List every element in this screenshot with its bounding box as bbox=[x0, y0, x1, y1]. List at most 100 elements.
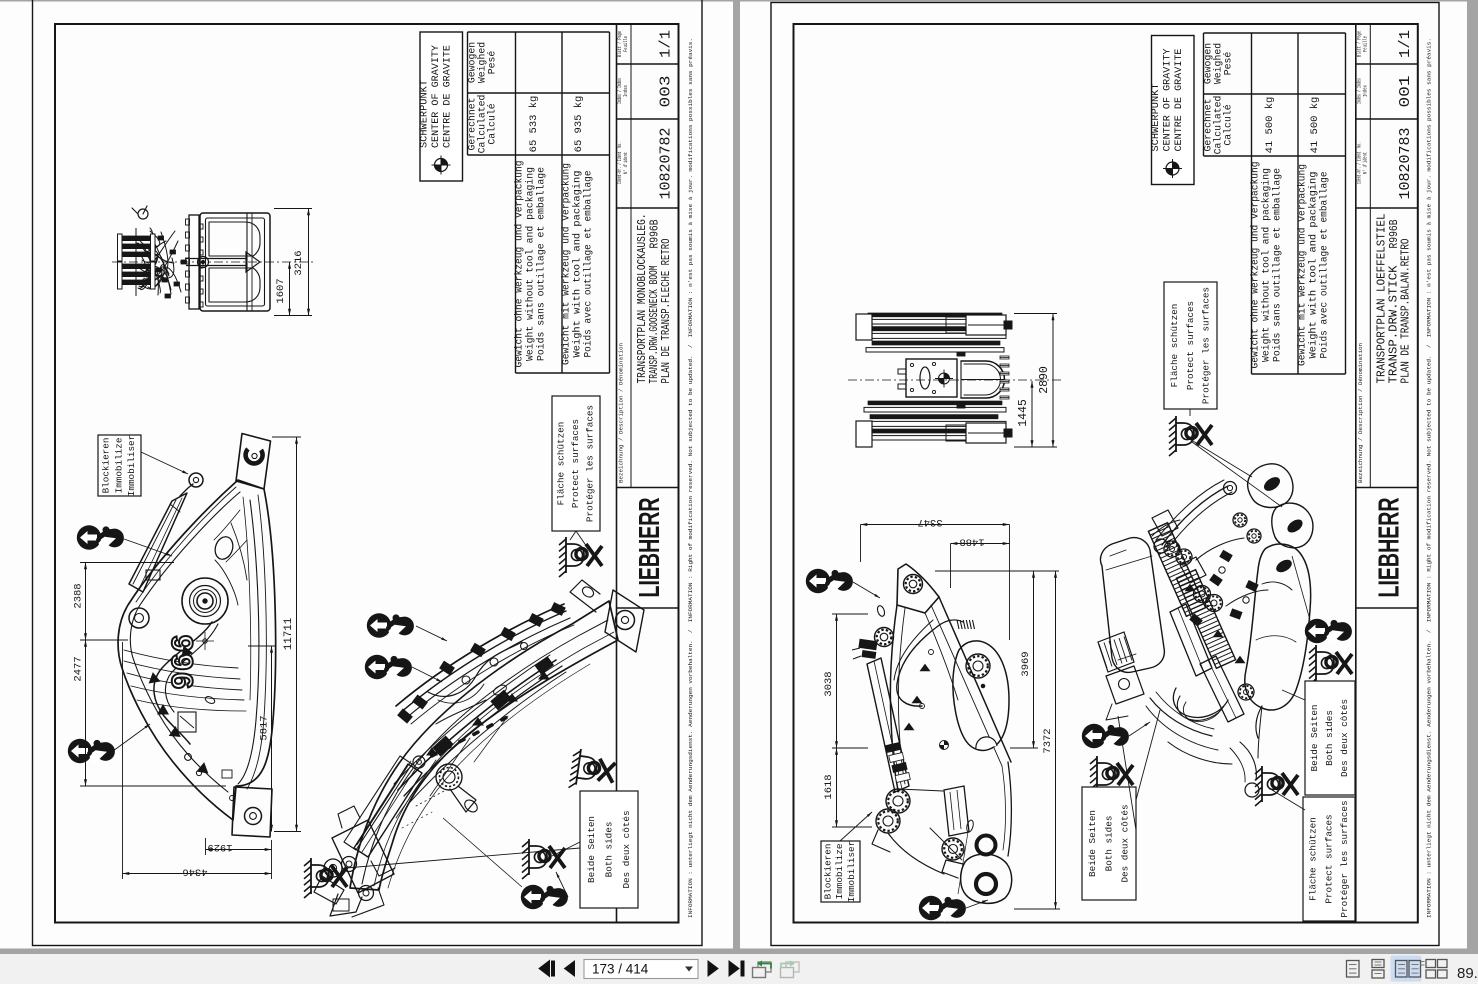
svg-text:Des deux côtés: Des deux côtés bbox=[621, 810, 632, 888]
svg-text:65 935 kg: 65 935 kg bbox=[573, 96, 585, 153]
svg-text:Index: Index bbox=[1362, 85, 1368, 97]
svg-text:Index / Index: Index / Index bbox=[617, 78, 623, 104]
svg-text:Gewogen: Gewogen bbox=[467, 42, 478, 83]
svg-text:1445: 1445 bbox=[1017, 399, 1030, 427]
svg-text:Weighed: Weighed bbox=[477, 42, 488, 83]
svg-text:Gewicht ohne Werkzeug und Verp: Gewicht ohne Werkzeug und Verpackung bbox=[514, 160, 525, 367]
svg-text:INFORMATION : unterliegt nicht: INFORMATION : unterliegt nicht dem Aende… bbox=[1426, 38, 1433, 918]
svg-text:Gewogen: Gewogen bbox=[1203, 43, 1214, 84]
svg-text:Gewicht ohne Werkzeug und Verp: Gewicht ohne Werkzeug und Verpackung bbox=[1250, 161, 1261, 368]
svg-text:Gewicht mit Werkzeug und Verpa: Gewicht mit Werkzeug und Verpackung bbox=[561, 163, 572, 365]
svg-text:TRANSP.DRW.STICK: TRANSP.DRW.STICK bbox=[1387, 265, 1400, 383]
svg-text:7372: 7372 bbox=[1042, 728, 1054, 753]
svg-text:Des deux côtés: Des deux côtés bbox=[1339, 699, 1350, 777]
svg-text:10820782: 10820782 bbox=[659, 128, 675, 200]
svg-text:TRANSPORTPLAN MONOBLOCKAUSLEG.: TRANSPORTPLAN MONOBLOCKAUSLEG. bbox=[636, 214, 649, 384]
svg-text:CENTER OF GRAVITY: CENTER OF GRAVITY bbox=[1163, 49, 1174, 152]
svg-text:TRANSPORTPLAN LOEFFELSTIEL: TRANSPORTPLAN LOEFFELSTIEL bbox=[1375, 213, 1388, 383]
svg-text:Weight without tool and packag: Weight without tool and packaging bbox=[1261, 168, 1272, 362]
svg-text:Beide Seiten: Beide Seiten bbox=[1309, 705, 1320, 772]
svg-text:Protéger les surfaces: Protéger les surfaces bbox=[1201, 287, 1212, 404]
svg-text:SCHWERPUNKT: SCHWERPUNKT bbox=[420, 80, 431, 148]
svg-text:Pesé: Pesé bbox=[1223, 52, 1234, 76]
svg-text:TRANSP.DRW.GOOSENECK BOOM: TRANSP.DRW.GOOSENECK BOOM bbox=[648, 265, 661, 383]
svg-text:Both sides: Both sides bbox=[604, 822, 615, 878]
svg-text:Immobilize: Immobilize bbox=[834, 844, 845, 900]
svg-text:2388: 2388 bbox=[73, 583, 85, 608]
svg-text:Index / Index: Index / Index bbox=[1356, 78, 1362, 104]
svg-text:1488: 1488 bbox=[959, 536, 984, 548]
svg-text:Blatt / Page: Blatt / Page bbox=[1356, 31, 1362, 57]
svg-text:2477: 2477 bbox=[73, 656, 85, 681]
svg-text:10820783: 10820783 bbox=[1398, 128, 1414, 200]
svg-text:Poids sans outillage et emball: Poids sans outillage et emballage bbox=[1272, 168, 1283, 362]
svg-text:3347: 3347 bbox=[917, 516, 942, 528]
svg-text:Poids avec outillage et emball: Poids avec outillage et emballage bbox=[1319, 171, 1330, 358]
svg-text:Bezeichnung / Description / Dé: Bezeichnung / Description / Dénomination bbox=[1357, 343, 1364, 483]
svg-text:1618: 1618 bbox=[823, 774, 835, 799]
svg-text:3969: 3969 bbox=[1020, 651, 1032, 676]
svg-text:89.: 89. bbox=[1457, 965, 1478, 982]
svg-text:Fläche schützen: Fläche schützen bbox=[556, 422, 567, 506]
svg-text:Weight with tool and packaging: Weight with tool and packaging bbox=[572, 170, 583, 357]
svg-text:Gerechnet: Gerechnet bbox=[467, 98, 478, 151]
svg-text:Calculated: Calculated bbox=[477, 94, 488, 153]
svg-text:11711: 11711 bbox=[283, 618, 295, 650]
svg-text:CENTER OF GRAVITY: CENTER OF GRAVITY bbox=[431, 45, 442, 148]
svg-text:Weight with tool and packaging: Weight with tool and packaging bbox=[1308, 171, 1319, 358]
svg-text:Poids sans outillage et emball: Poids sans outillage et emballage bbox=[536, 167, 547, 361]
svg-text:CENTRE DE GRAVITE: CENTRE DE GRAVITE bbox=[443, 45, 454, 148]
svg-text:Weight without tool and packag: Weight without tool and packaging bbox=[525, 167, 536, 361]
svg-text:3038: 3038 bbox=[823, 671, 835, 696]
svg-text:Des deux côtés: Des deux côtés bbox=[1119, 804, 1130, 882]
svg-text:Ident-Nr. / Ident No.: Ident-Nr. / Ident No. bbox=[1356, 142, 1362, 184]
svg-text:Calculé: Calculé bbox=[1223, 104, 1234, 145]
svg-text:1/1: 1/1 bbox=[1398, 30, 1414, 58]
svg-text:INFORMATION : unterliegt nicht: INFORMATION : unterliegt nicht dem Aende… bbox=[687, 38, 694, 918]
svg-text:Protect surfaces: Protect surfaces bbox=[570, 419, 581, 508]
svg-text:Feuille: Feuille bbox=[1362, 36, 1368, 52]
svg-text:Blockieren: Blockieren bbox=[101, 438, 112, 494]
svg-text:Protéger les surfaces: Protéger les surfaces bbox=[1339, 800, 1350, 917]
svg-text:Poids avec outillage et emball: Poids avec outillage et emballage bbox=[583, 170, 594, 357]
svg-text:Fläche schützen: Fläche schützen bbox=[1308, 817, 1319, 901]
svg-text:1/1: 1/1 bbox=[659, 30, 675, 58]
svg-text:003: 003 bbox=[659, 76, 675, 108]
svg-text:Beide Seiten: Beide Seiten bbox=[1087, 810, 1098, 877]
svg-text:Immobiliser: Immobiliser bbox=[846, 841, 857, 902]
svg-text:Weighed: Weighed bbox=[1213, 43, 1224, 84]
svg-text:3216: 3216 bbox=[293, 250, 305, 275]
svg-text:Both sides: Both sides bbox=[1103, 816, 1114, 872]
svg-text:2890: 2890 bbox=[1038, 366, 1051, 394]
svg-text:R996B: R996B bbox=[648, 220, 662, 249]
svg-text:41 500 kg: 41 500 kg bbox=[1309, 97, 1321, 154]
svg-text:Index: Index bbox=[623, 85, 629, 97]
svg-text:Protect surfaces: Protect surfaces bbox=[1185, 301, 1196, 390]
svg-text:Fläche schützen: Fläche schützen bbox=[1169, 304, 1180, 388]
svg-text:996: 996 bbox=[165, 635, 198, 691]
svg-text:Blockieren: Blockieren bbox=[823, 844, 834, 900]
svg-text:Beide Seiten: Beide Seiten bbox=[586, 816, 597, 883]
svg-text:LIEBHERR: LIEBHERR bbox=[1373, 497, 1405, 597]
svg-text:1929: 1929 bbox=[207, 841, 232, 853]
svg-text:Protect surfaces: Protect surfaces bbox=[1323, 814, 1334, 903]
svg-text:41 500 kg: 41 500 kg bbox=[1264, 97, 1276, 154]
svg-text:Bezeichnung / Description / Dé: Bezeichnung / Description / Dénomination bbox=[618, 343, 625, 483]
svg-text:LIEBHERR: LIEBHERR bbox=[634, 497, 666, 597]
svg-text:4346: 4346 bbox=[182, 866, 207, 878]
svg-text:R996B: R996B bbox=[1387, 220, 1401, 249]
svg-text:5817: 5817 bbox=[259, 715, 271, 740]
svg-text:1607: 1607 bbox=[275, 278, 287, 303]
svg-text:65 533 kg: 65 533 kg bbox=[528, 96, 540, 153]
svg-text:Pesé: Pesé bbox=[487, 51, 498, 75]
svg-text:PLAN DE TRANSP.BALAN.RETRO: PLAN DE TRANSP.BALAN.RETRO bbox=[1399, 238, 1412, 383]
svg-text:Gerechnet: Gerechnet bbox=[1203, 99, 1214, 152]
svg-text:Gewicht mit Werkzeug und Verpa: Gewicht mit Werkzeug und Verpackung bbox=[1297, 164, 1308, 366]
svg-text:Both sides: Both sides bbox=[1324, 710, 1335, 766]
svg-text:Feuille: Feuille bbox=[623, 36, 629, 52]
svg-text:Blatt / Page: Blatt / Page bbox=[617, 31, 623, 57]
svg-text:SCHWERPUNKT: SCHWERPUNKT bbox=[1151, 84, 1162, 152]
svg-text:Immobiliser: Immobiliser bbox=[126, 435, 137, 496]
svg-text:001: 001 bbox=[1398, 76, 1414, 108]
svg-text:CENTRE DE GRAVITE: CENTRE DE GRAVITE bbox=[1174, 49, 1185, 152]
